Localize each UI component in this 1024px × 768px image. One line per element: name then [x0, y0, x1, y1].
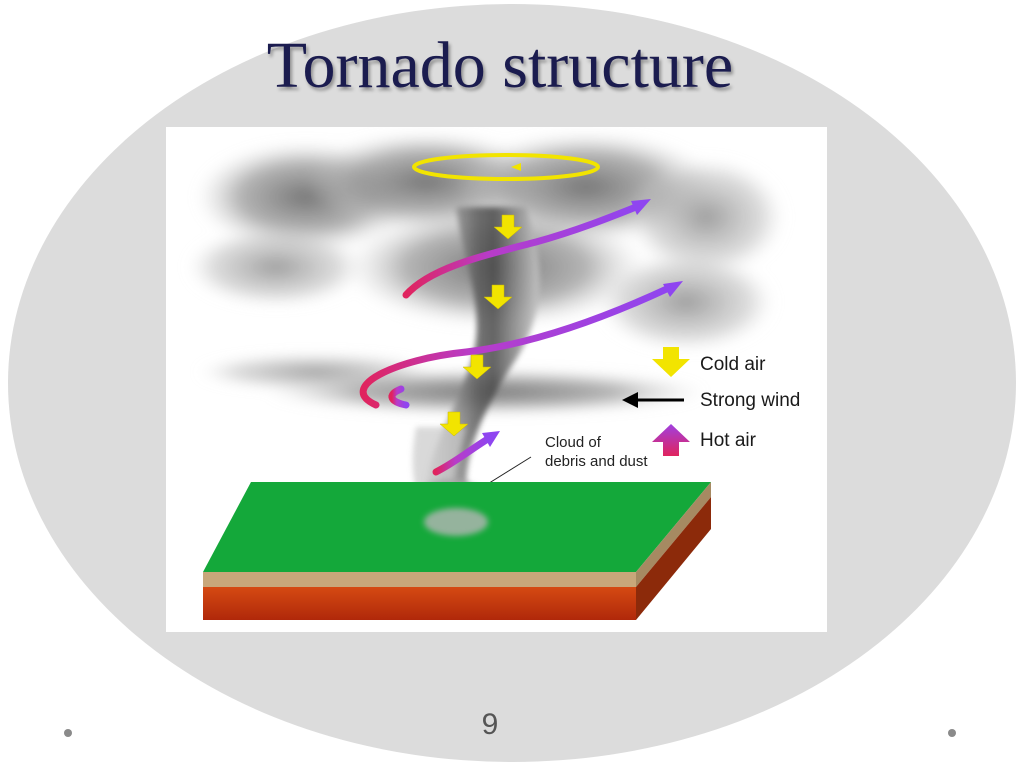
cold-air-arrows	[439, 214, 523, 437]
callout-line-1: Cloud of	[545, 434, 602, 451]
strong-wind-legend-icon	[622, 392, 684, 408]
cold-air-legend-icon	[652, 347, 690, 377]
hot-air-legend-icon	[652, 424, 690, 456]
callout-line-2: debris and dust	[545, 453, 648, 470]
left-bullet-dot	[64, 729, 72, 737]
page-number: 9	[481, 708, 499, 741]
tornado-illustration: Cold air Strong wind Hot air	[186, 132, 800, 620]
hot-air-spiral	[359, 201, 675, 476]
hot-air-arrowheads	[482, 199, 683, 447]
right-bullet-dot	[948, 729, 956, 737]
legend-cold-air: Cold air	[700, 354, 766, 375]
debris-base	[424, 508, 488, 536]
slide-title: Tornado structure	[266, 29, 734, 102]
legend-strong-wind: Strong wind	[700, 390, 800, 411]
ground-block	[203, 482, 711, 620]
tornado-diagram: Cold air Strong wind Hot air	[166, 127, 827, 632]
legend-hot-air: Hot air	[700, 430, 757, 451]
legend: Cold air Strong wind Hot air	[622, 347, 800, 456]
rotation-ring	[412, 153, 600, 181]
